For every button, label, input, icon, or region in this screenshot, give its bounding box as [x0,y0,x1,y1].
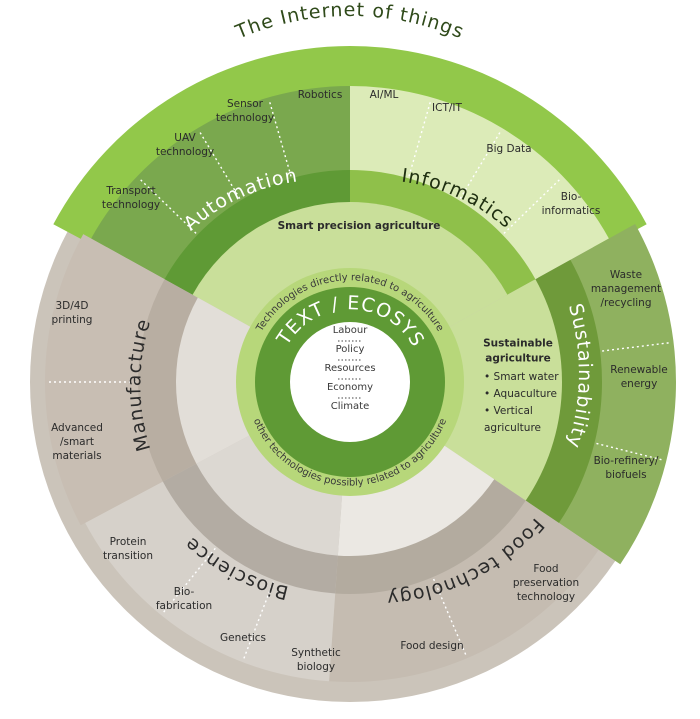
segment-label: Robotics [298,89,343,101]
segment-divider [459,129,503,199]
segment-label: Bio-refinery/biofuels [594,455,659,481]
bioscience-outer-wedge [85,471,337,682]
sustainable-agriculture-item: • Vertical [484,405,533,417]
context-core [290,322,410,442]
segment-label: ICT/IT [432,102,462,114]
segment-divider [408,99,432,177]
segment-divider [596,442,665,462]
sustainable-agriculture-item: • Aquaculture [484,388,557,400]
sustainability-band [524,259,603,523]
bioscience-band [162,462,339,594]
segment-divider [138,177,197,234]
smart-precision-label: Smart precision agriculture [278,220,441,232]
context-item: Resources [324,363,375,374]
segment-label: AI/ML [370,89,399,101]
segment-label: Bio-informatics [542,191,601,217]
segment-divider [432,578,468,657]
iot-title: The Internet of things [232,0,468,44]
automation-band [164,170,350,296]
iot-band [53,45,647,252]
sustainable-agriculture-item: • Smart water [484,371,559,383]
segment-label: Big Data [486,143,531,155]
segment-divider [602,341,672,352]
context-item: Policy [336,344,365,355]
segment-label: Food design [400,640,463,652]
context-item: Climate [331,401,369,412]
segment-divider [161,547,216,615]
segment-label: Bio-fabrication [156,586,212,612]
context-item: Labour [333,325,369,336]
manufacture-outer-wedge [45,234,184,526]
segment-divider [268,99,292,177]
automation-outer-wedge [91,86,351,293]
segment-label: Genetics [220,632,266,644]
sustainable-agriculture-item: agriculture [484,422,541,434]
informatics-band [350,170,536,296]
segment-divider [503,177,562,234]
segment-divider [197,129,241,199]
food-outer-wedge [329,488,599,682]
segment-divider [242,581,274,661]
informatics-outer-wedge [350,86,609,293]
context-item: Economy [327,382,373,393]
